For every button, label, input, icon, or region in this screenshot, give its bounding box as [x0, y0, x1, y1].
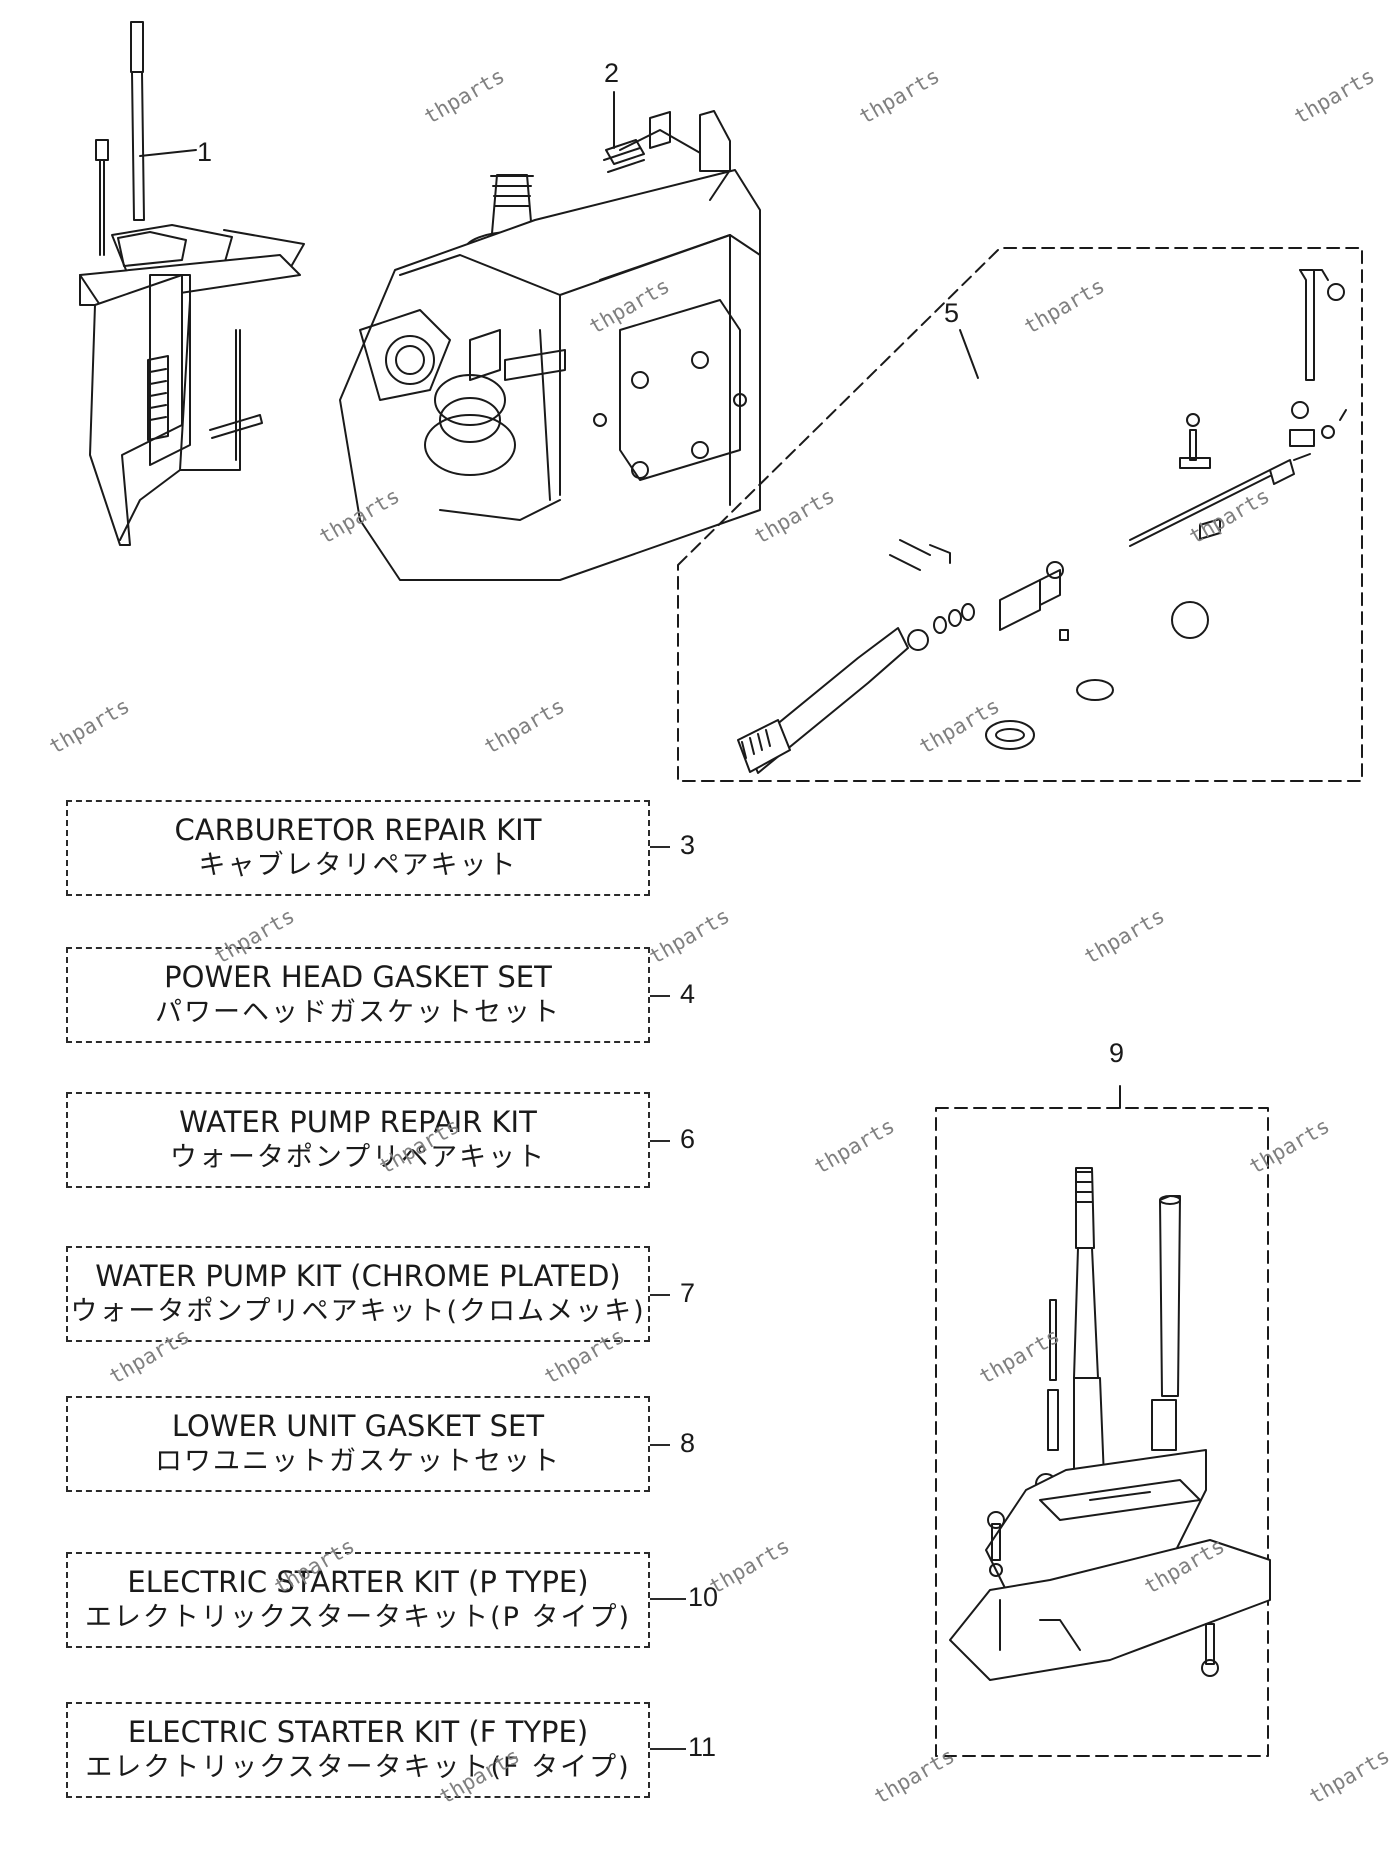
kit-lower-unit-gasket: LOWER UNIT GASKET SET ロワユニットガスケットセット	[66, 1396, 650, 1492]
kit-label-en: POWER HEAD GASKET SET	[164, 960, 552, 994]
kit-label-en: WATER PUMP REPAIR KIT	[179, 1105, 537, 1139]
kit-label-jp: ウォータポンプリペアキット	[169, 1142, 547, 1173]
linkage-kit-drawing	[677, 247, 1363, 782]
callout-7: 7	[680, 1278, 696, 1308]
lower-unit-drawing	[79, 21, 305, 546]
callout-1: 1	[197, 137, 213, 167]
kit-electric-starter-p: ELECTRIC STARTER KIT (P TYPE) エレクトリックスター…	[66, 1552, 650, 1648]
leader-11	[650, 1748, 686, 1750]
kit-power-head-gasket: POWER HEAD GASKET SET パワーヘッドガスケットセット	[66, 947, 650, 1043]
kit-label-jp: ロワユニットガスケットセット	[155, 1446, 561, 1477]
callout-8: 8	[680, 1428, 696, 1458]
kit-label-en: WATER PUMP KIT (CHROME PLATED)	[95, 1259, 621, 1293]
callout-3: 3	[680, 830, 696, 860]
kit-label-jp: エレクトリックスタータキット(P タイプ)	[84, 1602, 632, 1633]
leader-7	[650, 1294, 670, 1296]
callout-9: 9	[1109, 1038, 1125, 1068]
power-head-drawing	[339, 110, 761, 581]
leader-10	[650, 1598, 686, 1600]
callout-6: 6	[680, 1124, 696, 1154]
driveshaft-housing-drawing	[935, 1085, 1271, 1757]
kit-label-jp: キャブレタリペアキット	[198, 850, 518, 881]
kit-carburetor-repair: CARBURETOR REPAIR KIT キャブレタリペアキット	[66, 800, 650, 896]
leader-8	[650, 1444, 670, 1446]
kit-label-en: ELECTRIC STARTER KIT (P TYPE)	[127, 1565, 589, 1599]
kit-electric-starter-f: ELECTRIC STARTER KIT (F TYPE) エレクトリックスター…	[66, 1702, 650, 1798]
callout-11: 11	[688, 1732, 717, 1762]
leader-4	[650, 995, 670, 997]
kit-water-pump-chrome: WATER PUMP KIT (CHROME PLATED) ウォータポンプリペ…	[66, 1246, 650, 1342]
kit-label-jp: パワーヘッドガスケットセット	[155, 997, 561, 1028]
kit-water-pump-repair: WATER PUMP REPAIR KIT ウォータポンプリペアキット	[66, 1092, 650, 1188]
callout-2: 2	[604, 58, 620, 88]
callout-10: 10	[688, 1582, 719, 1612]
leader-6	[650, 1140, 670, 1142]
callout-5: 5	[944, 298, 960, 328]
kit-label-jp: エレクトリックスタータキット(F タイプ)	[85, 1752, 631, 1783]
kit-label-en: CARBURETOR REPAIR KIT	[174, 813, 542, 847]
leader-3	[650, 846, 670, 848]
kit-label-jp: ウォータポンプリペアキット(クロムメッキ)	[70, 1296, 646, 1327]
kit-label-en: LOWER UNIT GASKET SET	[171, 1409, 545, 1443]
kit-label-en: ELECTRIC STARTER KIT (F TYPE)	[127, 1715, 589, 1749]
callout-4: 4	[680, 979, 696, 1009]
